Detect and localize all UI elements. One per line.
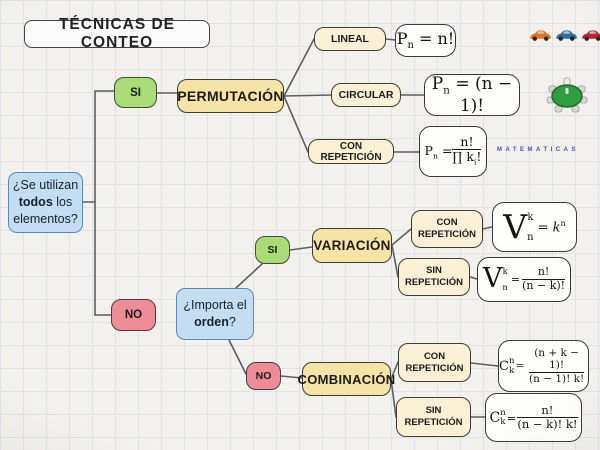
question-importa-orden-text: ¿Importa el orden? — [183, 298, 247, 329]
node-permutacion-con-repeticion: CON REPETICIÓN — [308, 139, 394, 164]
decision-si-permutacion: SI — [114, 77, 157, 108]
node-permutacion: PERMUTACIÓN — [177, 79, 284, 113]
node-circular: CIRCULAR — [331, 83, 401, 107]
page-title-label: TÉCNICAS DE CONTEO — [58, 16, 176, 51]
matematicas-watermark: MATEMATICAS — [497, 147, 579, 153]
round-table-icon — [546, 77, 588, 113]
car-icon — [530, 30, 551, 41]
car-icon — [556, 30, 577, 41]
question-use-all-elements-text: ¿Se utilizan todos los elementos? — [12, 178, 79, 226]
node-lineal: LINEAL — [314, 27, 386, 51]
node-combinacion: COMBINACIÓN — [298, 362, 395, 396]
decision-no-todos: NO — [111, 299, 156, 331]
round-table-illustration — [545, 76, 589, 116]
question-use-all-elements: ¿Se utilizan todos los elementos? — [8, 172, 83, 233]
formula-permutacion-lineal: Pn = n! — [395, 24, 456, 57]
cars-illustration — [529, 28, 600, 43]
decision-si-variacion: SI — [255, 236, 290, 264]
decision-no-combinacion: NO — [246, 362, 281, 390]
formula-permutacion-circular: Pn = (n − 1)! — [424, 74, 520, 116]
formula-permutacion-con-repeticion: Pn = n! ∏ ki! — [419, 126, 487, 177]
question-importa-orden: ¿Importa el orden? — [176, 288, 254, 340]
page-title: TÉCNICAS DE CONTEO — [24, 16, 210, 51]
node-variacion: VARIACIÓN — [312, 228, 392, 263]
car-icon — [582, 30, 600, 41]
